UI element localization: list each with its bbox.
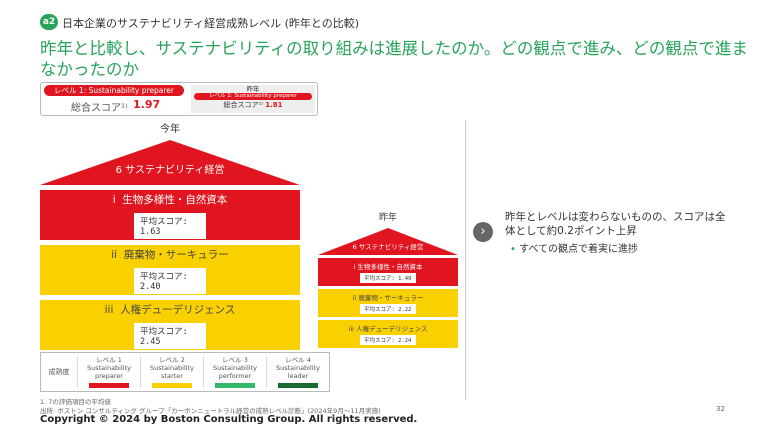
- section-subtitle: 日本企業のサステナビリティ経営成熟レベル (昨年との比較): [62, 17, 360, 30]
- source: 出所: ボストン コンサルティング グループ「カーボンニュートラル経営の成熟レベ…: [40, 407, 381, 415]
- copyright: Copyright © 2024 by Boston Consulting Gr…: [40, 414, 418, 425]
- last-year-roof-label: 6 サステナビリティ経営: [352, 243, 424, 251]
- divider: [465, 120, 466, 400]
- pillar-number: ii: [352, 294, 357, 302]
- last-year-pillar-biodiversity: i 生物多様性・自然資本 平均スコア: 1.49: [318, 258, 458, 286]
- pillar-number: ii: [111, 248, 118, 261]
- pillar-name: 人権デューデリジェンス: [356, 325, 428, 333]
- pillar-name: 廃棄物・サーキュラー: [358, 294, 424, 302]
- conclusion-bullet: • すべての観点で着実に進捗: [510, 240, 638, 255]
- pillar-score: 平均スコア: 2.22: [360, 304, 416, 314]
- this-year-heading: 今年: [160, 124, 180, 135]
- pillar-number: i: [353, 263, 356, 271]
- this-year-roof-label: 6 サステナビリティ経営: [115, 165, 225, 176]
- previous-heading: 昨年: [246, 85, 260, 93]
- pillar-name: 生物多様性・自然資本: [357, 263, 423, 271]
- this-year-pillar-human-rights: iii 人権デューデリジェンス 平均スコア: 2.45: [40, 300, 300, 350]
- level-desc: starter: [161, 372, 183, 380]
- page-number: 32: [716, 405, 725, 413]
- previous-level-pill: レベル 1: Sustainability preparer: [194, 93, 312, 100]
- pillar-number: iii: [104, 303, 114, 316]
- level-desc: Sustainability: [86, 364, 131, 372]
- page-title: 昨年と比較し、サステナビリティの取り組みは進展したのか。どの観点で進み、どの観点…: [40, 39, 748, 79]
- current-level-pill: レベル 1: Sustainability preparer: [44, 85, 184, 96]
- chevron-right-icon: ›: [473, 222, 493, 242]
- score-box: レベル 1: Sustainability preparer 総合スコア¹⁾ 1…: [40, 82, 318, 116]
- footnote: 1. 7の評価項目の平均値: [40, 398, 111, 406]
- level-color-bar: [278, 383, 318, 388]
- level-desc: Sustainability: [149, 364, 194, 372]
- level-name: レベル 2: [159, 356, 185, 364]
- level-color-bar: [152, 383, 192, 388]
- section-badge: a2: [40, 14, 58, 30]
- pillar-number: iii: [348, 325, 354, 333]
- pillar-name: 生物多様性・自然資本: [122, 193, 228, 206]
- previous-score-label: 総合スコア¹⁾: [223, 101, 263, 109]
- level-desc: Sustainability: [275, 364, 320, 372]
- level-desc: leader: [287, 372, 309, 380]
- current-score-label: 総合スコア¹⁾: [71, 103, 128, 114]
- previous-score-value: 1.81: [265, 101, 283, 109]
- last-year-roof: [318, 228, 458, 255]
- this-year-pillar-circular: ii 廃棄物・サーキュラー 平均スコア: 2.40: [40, 245, 300, 295]
- last-year-heading: 昨年: [378, 213, 397, 223]
- this-year-pillar-biodiversity: i 生物多様性・自然資本 平均スコア: 1.63: [40, 190, 300, 240]
- level-desc: performer: [218, 372, 252, 380]
- legend-label: 成熟度: [48, 368, 70, 376]
- pillar-score: 平均スコア: 2.40: [134, 267, 206, 294]
- pillar-number: i: [112, 193, 116, 206]
- bullet-icon: •: [510, 244, 516, 255]
- level-desc: preparer: [95, 372, 123, 380]
- pillar-score: 平均スコア: 1.63: [134, 212, 206, 239]
- bullet-text: すべての観点で着実に進捗: [519, 244, 638, 255]
- level-name: レベル 1: [96, 356, 122, 364]
- previous-score-panel: 昨年 レベル 1: Sustainability preparer 総合スコア¹…: [191, 85, 315, 113]
- pillar-score: 平均スコア: 2.45: [134, 322, 206, 349]
- last-year-pillar-human-rights: iii 人権デューデリジェンス 平均スコア: 2.24: [318, 320, 458, 348]
- pillar-score: 平均スコア: 2.24: [360, 335, 416, 345]
- level-desc: Sustainability: [212, 364, 257, 372]
- pillar-name: 人権デューデリジェンス: [120, 303, 236, 316]
- pillar-score: 平均スコア: 1.49: [360, 273, 416, 283]
- last-year-pillar-circular: ii 廃棄物・サーキュラー 平均スコア: 2.22: [318, 289, 458, 317]
- level-color-bar: [215, 383, 255, 388]
- pillar-name: 廃棄物・サーキュラー: [123, 248, 229, 261]
- level-name: レベル 3: [222, 356, 248, 364]
- conclusion-text: 昨年とレベルは変わらないものの、スコアは全体として約0.2ポイント上昇: [505, 211, 726, 237]
- current-score-value: 1.97: [133, 98, 161, 111]
- level-color-bar: [89, 383, 129, 388]
- this-year-roof: [40, 140, 300, 185]
- level-name: レベル 4: [285, 356, 311, 364]
